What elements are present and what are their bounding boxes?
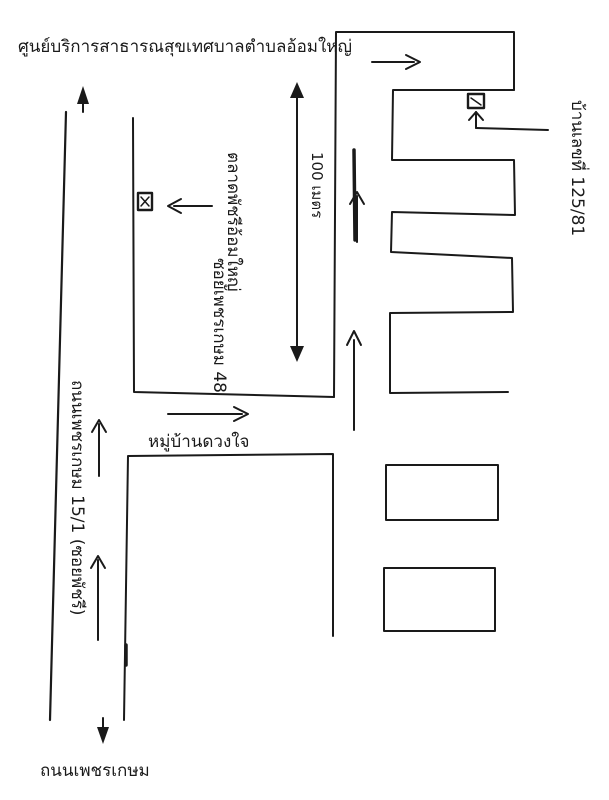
upper-left-block-outline xyxy=(132,117,335,398)
arrow-right-icon xyxy=(167,406,249,422)
arrow-up-icon xyxy=(77,86,89,113)
arrow-up-icon xyxy=(90,555,106,641)
central-road-line xyxy=(333,31,515,398)
house-number-label: บ้านเลขที่ 125/81 xyxy=(567,100,590,236)
road-note-label: ถนนเพชรเกษม 15/1 (ซอยพัชรี) xyxy=(67,380,87,616)
health-center-label: ศูนย์บริการสาธารณสุขเทศบาลตำบลอ้อมใหญ่ xyxy=(18,36,352,57)
arrow-up-icon xyxy=(346,330,362,431)
lower-house-1 xyxy=(385,464,499,521)
distance-label: 100 เมตร xyxy=(308,152,326,218)
market-building-icon xyxy=(136,191,154,212)
lower-left-block-outline xyxy=(123,453,334,721)
arrow-left-icon xyxy=(167,198,213,214)
market-label: ตลาดพัชรีอ้อมใหญ่ xyxy=(223,152,244,292)
road-name-label: ถนนเพชรเกษม xyxy=(40,761,150,781)
target-house-icon xyxy=(466,92,486,110)
main-road-line xyxy=(48,110,68,722)
lower-house-2 xyxy=(383,567,496,632)
pointer-arrow-icon xyxy=(468,111,549,131)
right-houses-outline xyxy=(389,89,516,394)
alley-48-label: ซอยเพชรเกษม 48 xyxy=(209,258,229,393)
arrow-up-icon xyxy=(349,191,365,243)
arrow-down-icon xyxy=(97,717,109,744)
arrow-right-icon xyxy=(371,54,421,70)
village-label: หมู่บ้านดวงใจ xyxy=(148,431,250,452)
distance-double-arrow-icon xyxy=(290,82,304,362)
arrow-up-icon xyxy=(91,419,107,477)
